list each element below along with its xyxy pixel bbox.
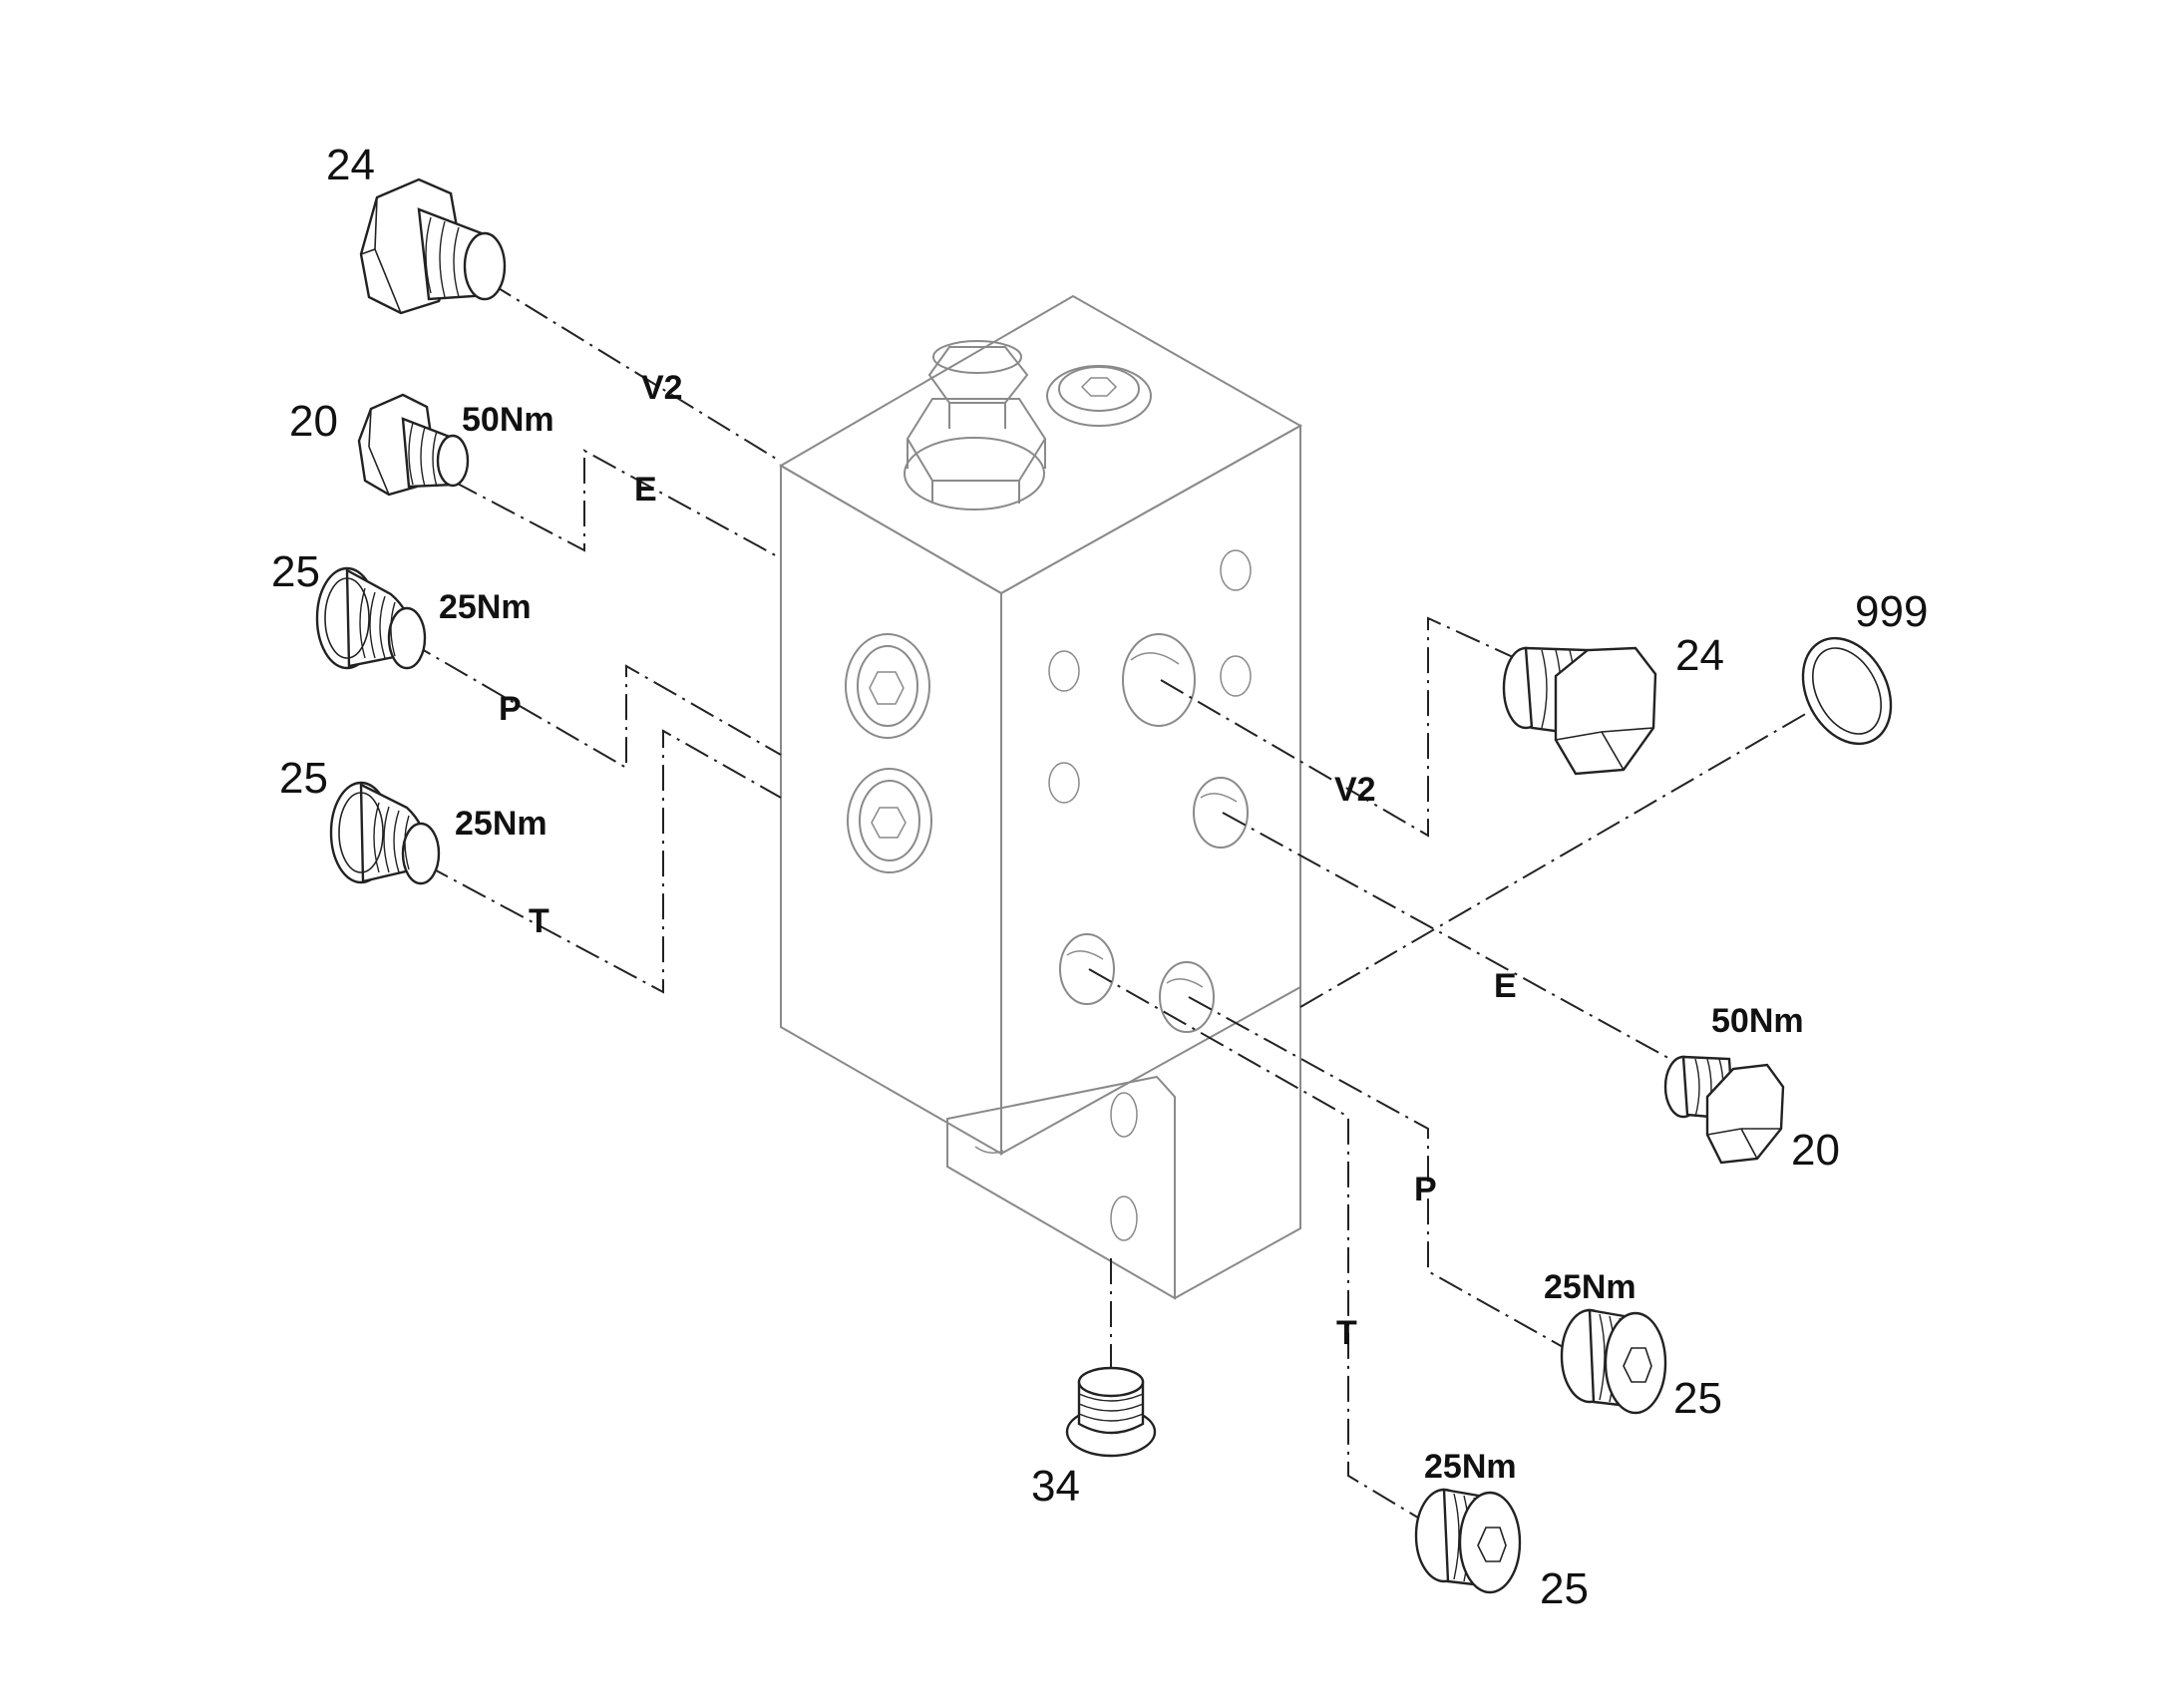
part-number-labels: 24 20 25 25 24 999 20 25 25 34 — [271, 141, 1928, 1613]
port-label-v2-left: V2 — [641, 369, 683, 407]
torque-25-left-b: 25Nm — [455, 805, 547, 843]
port-label-p-right: P — [1414, 1171, 1437, 1208]
left-face-ports — [845, 633, 932, 873]
torque-20-left: 50Nm — [462, 401, 554, 439]
socket-plug-25-right-a — [1560, 1308, 1667, 1415]
torque-25-left-a: 25Nm — [439, 588, 532, 626]
part-number-999: 999 — [1855, 587, 1928, 636]
threaded-plug-25-left-a — [315, 566, 427, 670]
port-label-t-left: T — [529, 902, 549, 940]
part-number-24-right: 24 — [1675, 631, 1724, 680]
part-number-25-right-a: 25 — [1673, 1374, 1722, 1423]
part-number-20-right: 20 — [1791, 1126, 1840, 1175]
port-label-e-left: E — [634, 471, 657, 509]
threaded-plug-25-left-b — [329, 781, 441, 885]
torque-25-right-a: 25Nm — [1544, 1268, 1636, 1306]
port-labels: V2 E P T V2 E P T — [499, 369, 1517, 1352]
torque-20-right: 50Nm — [1711, 1002, 1804, 1040]
port-label-t-right: T — [1336, 1314, 1357, 1352]
sealing-ring-999 — [1801, 636, 1893, 746]
hex-plug-24-right — [1502, 646, 1657, 776]
part-number-25-left-a: 25 — [271, 547, 320, 596]
center-lines — [407, 281, 1822, 1541]
part-number-25-left-b: 25 — [279, 754, 328, 803]
torque-25-right-b: 25Nm — [1424, 1448, 1517, 1486]
hex-plug-24-left — [359, 177, 507, 315]
socket-plug-25-right-b — [1414, 1488, 1522, 1594]
top-socket-plug — [1046, 365, 1152, 427]
hex-plug-20-right — [1663, 1055, 1785, 1165]
top-hex-plug — [904, 340, 1047, 511]
right-face-ports — [1048, 549, 1252, 1033]
threaded-plug-34 — [1065, 1366, 1157, 1458]
part-number-20-left: 20 — [289, 397, 338, 446]
port-label-e-right: E — [1494, 967, 1517, 1005]
port-label-p-left: P — [499, 690, 522, 728]
part-number-25-right-b: 25 — [1540, 1564, 1589, 1613]
valve-block — [779, 294, 1303, 1300]
hex-plug-20-left — [357, 393, 470, 497]
part-number-24-left: 24 — [326, 141, 375, 189]
torque-labels: 50Nm 25Nm 25Nm 50Nm 25Nm 25Nm — [439, 401, 1804, 1486]
part-number-34: 34 — [1031, 1462, 1080, 1511]
port-label-v2-right: V2 — [1334, 771, 1376, 809]
